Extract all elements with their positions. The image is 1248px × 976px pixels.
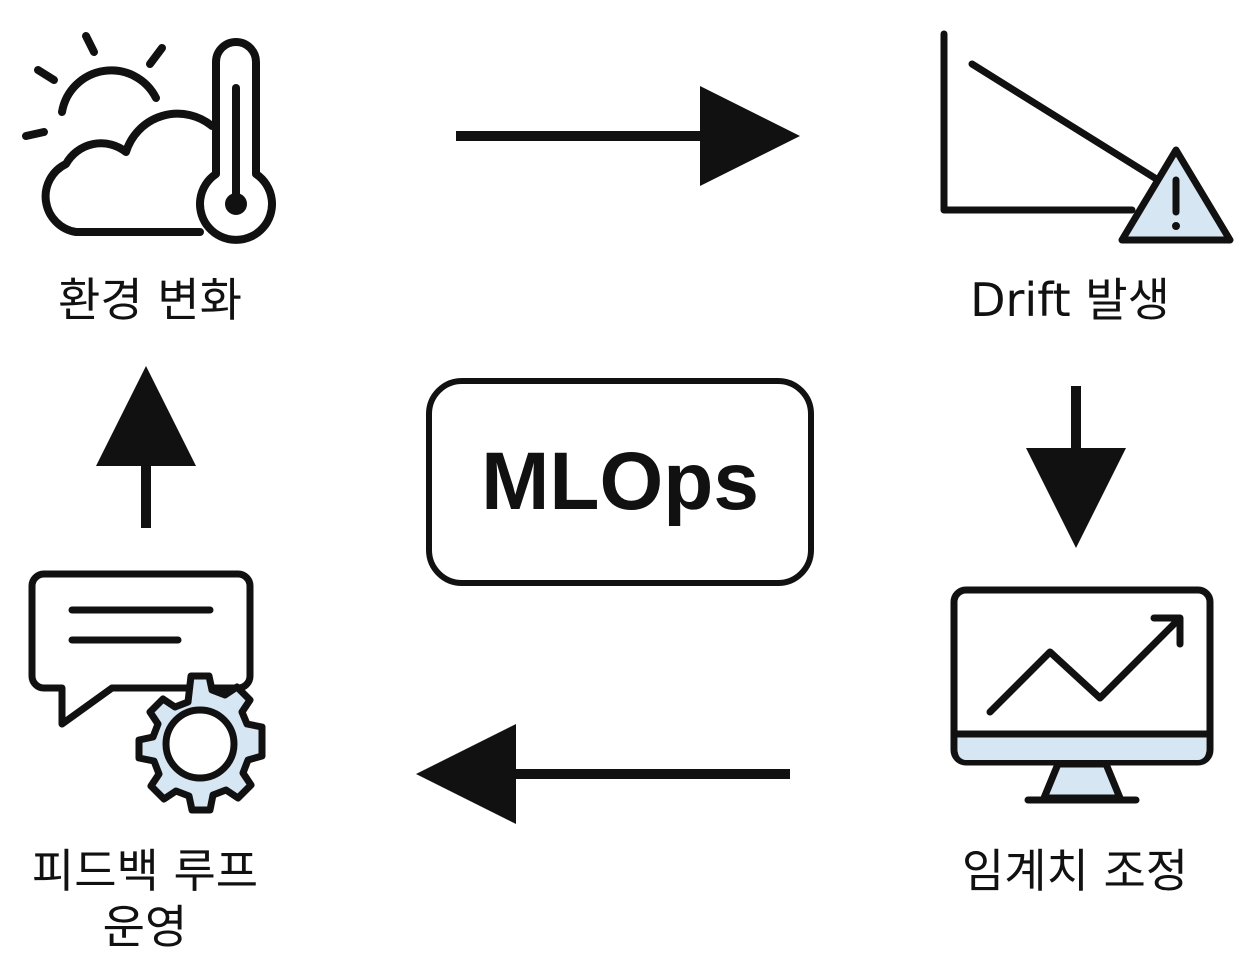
node-label-drift: Drift 발생 (970, 273, 1170, 327)
monitor-chart-icon (950, 586, 1214, 804)
drift-warning-icon (940, 30, 1234, 244)
node-label-env: 환경 변화 (58, 273, 242, 327)
chat-gear-icon (28, 570, 266, 814)
cloud-thermometer-icon (22, 32, 276, 244)
node-label-feedback: 피드백 루프 운영 (31, 844, 259, 954)
center-title: MLOps (481, 436, 759, 527)
node-label-threshold: 임계치 조정 (961, 844, 1189, 898)
center-box: MLOps (426, 378, 814, 586)
